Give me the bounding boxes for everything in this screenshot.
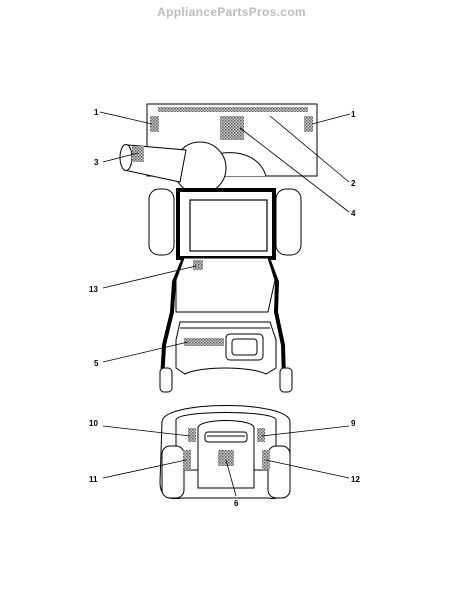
decal-1-left <box>150 116 159 132</box>
decal-9 <box>257 428 265 442</box>
decal-6 <box>218 450 234 466</box>
callout-2: 2 <box>351 179 356 188</box>
callout-labels: 1 1 2 3 4 13 5 10 9 11 12 6 <box>89 108 360 508</box>
decal-10 <box>188 428 196 442</box>
callout-4: 4 <box>351 209 356 218</box>
rear-wheel-right <box>275 188 302 256</box>
callout-5: 5 <box>94 359 99 368</box>
callout-3: 3 <box>94 158 99 167</box>
callout-6: 6 <box>234 499 239 508</box>
front-wheel-right <box>279 367 293 393</box>
callout-13: 13 <box>89 285 98 294</box>
callout-12: 12 <box>351 475 360 484</box>
front-tire-right <box>267 445 291 499</box>
leader-lines <box>99 111 351 497</box>
callout-9: 9 <box>351 419 356 428</box>
decal-locations <box>132 107 313 470</box>
frame-rails <box>160 257 286 381</box>
rear-wheel-left <box>148 188 175 256</box>
hood-window <box>189 199 268 252</box>
decal-13 <box>193 260 203 270</box>
watermark-text: AppliancePartsPros.com <box>157 5 306 19</box>
callout-1-right: 1 <box>351 110 356 119</box>
decal-5 <box>184 338 224 346</box>
callout-11: 11 <box>89 475 98 484</box>
body-outline <box>175 257 276 313</box>
decal-3 <box>132 146 144 162</box>
decal-11 <box>183 450 191 470</box>
front-tire-left <box>161 445 185 499</box>
mower-top-view <box>119 103 318 393</box>
callout-10: 10 <box>89 419 98 428</box>
callout-1-left: 1 <box>94 108 99 117</box>
decal-1-right <box>304 116 313 132</box>
decal-1-strip <box>158 107 308 112</box>
front-wheel-left <box>159 367 173 393</box>
